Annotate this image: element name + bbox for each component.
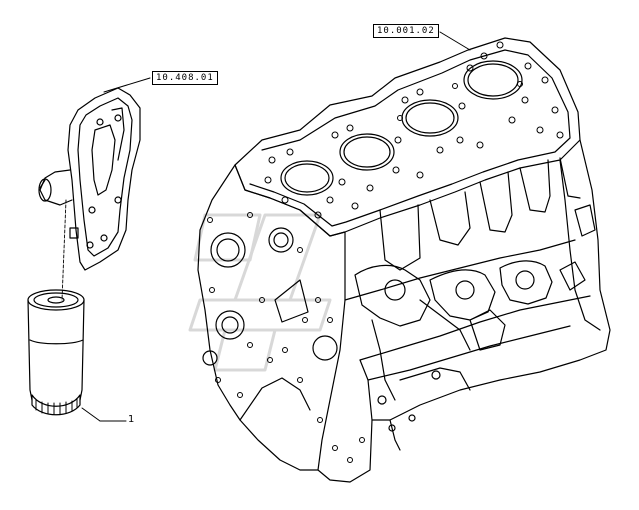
oil-filter	[27, 199, 127, 422]
leader-oil-filter-head	[103, 77, 151, 93]
oil-filter-head	[38, 87, 141, 271]
callout-oil-filter[interactable]: 1	[128, 414, 135, 425]
callout-engine-block[interactable]: 10.001.02	[373, 24, 439, 38]
engine-block	[197, 37, 611, 483]
block-front-face	[234, 164, 373, 483]
cylinder-bore-3	[401, 99, 459, 137]
front-bore-large	[210, 232, 246, 268]
block-top-deck	[234, 37, 581, 237]
cylinder-bore-4	[463, 60, 523, 100]
front-bore-lower	[215, 310, 245, 340]
cylinder-bore-2	[339, 133, 395, 171]
leader-engine-block	[439, 31, 471, 51]
watermark-logo	[188, 213, 332, 372]
cylinder-bore-1	[280, 160, 334, 196]
filter-base-ribs	[31, 394, 81, 416]
block-right-side	[371, 139, 611, 421]
deck-holes	[264, 41, 564, 219]
front-bore-right	[268, 227, 294, 253]
callout-oil-filter-head[interactable]: 10.408.01	[152, 71, 218, 85]
